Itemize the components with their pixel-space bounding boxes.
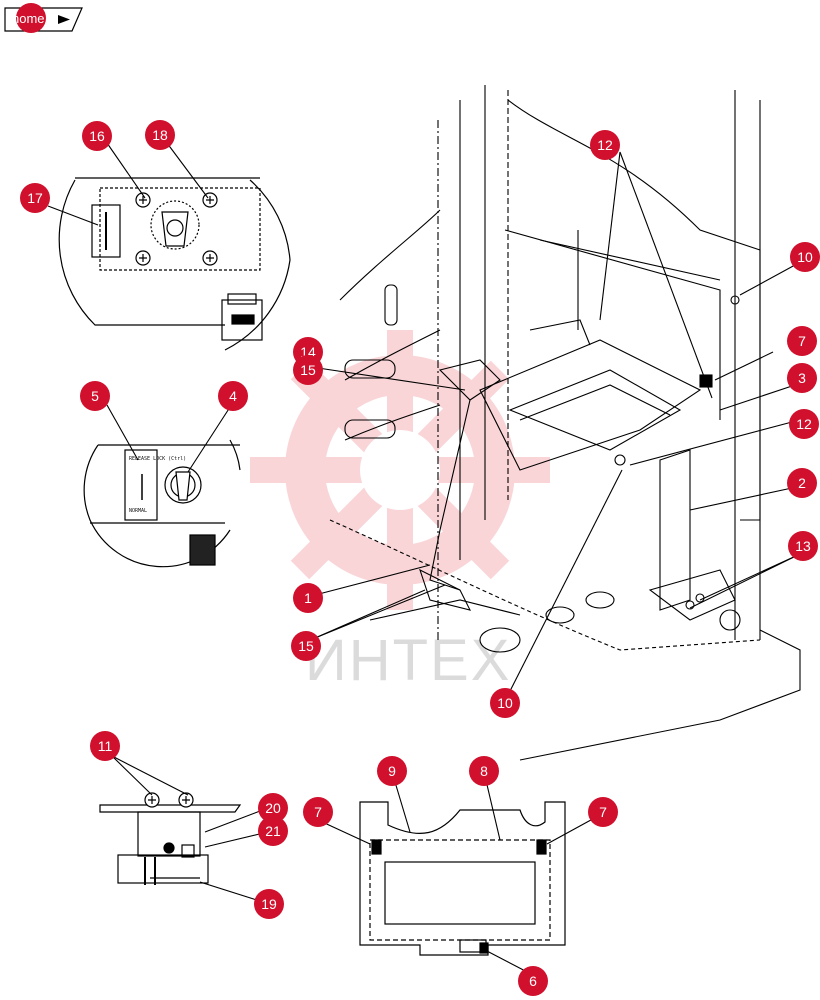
svg-text:19: 19: [261, 896, 277, 912]
svg-text:1: 1: [304, 590, 312, 606]
screw-icon: [202, 250, 218, 266]
callout-19: 19: [254, 889, 284, 919]
callout-7-left: 7: [303, 797, 333, 827]
main-assembly: [329, 85, 801, 761]
screw-icon: [135, 250, 151, 266]
svg-text:2: 2: [798, 475, 806, 491]
callout-8: 8: [469, 756, 499, 786]
detail-c-mount-bracket: [99, 804, 242, 885]
svg-text:7: 7: [599, 804, 607, 820]
svg-text:6: 6: [529, 973, 537, 989]
svg-text:15: 15: [300, 362, 316, 378]
callout-12-right: 12: [789, 409, 819, 439]
svg-text:15: 15: [298, 638, 314, 654]
callout-4: 4: [218, 381, 248, 411]
callout-9: 9: [377, 756, 407, 786]
callout-3: 3: [787, 363, 817, 393]
svg-text:17: 17: [27, 190, 43, 206]
callout-7-main: 7: [787, 326, 817, 356]
callout-2: 2: [787, 468, 817, 498]
callout-5: 5: [80, 381, 110, 411]
svg-text:21: 21: [265, 823, 281, 839]
callout-7-right: 7: [588, 797, 618, 827]
svg-text:13: 13: [795, 538, 811, 554]
svg-text:12: 12: [597, 137, 613, 153]
callout-11: 11: [90, 731, 120, 761]
watermark-text: ИНТЕХ: [305, 628, 511, 693]
home-label: home: [12, 11, 45, 26]
callout-20: 20: [258, 793, 288, 823]
detail-a-lock-plate: [58, 177, 291, 351]
callout-10-bottom: 10: [490, 688, 520, 718]
screw-18-icon: [202, 192, 218, 208]
svg-text:7: 7: [798, 333, 806, 349]
svg-text:16: 16: [89, 128, 105, 144]
callout-10-top: 10: [790, 242, 820, 272]
callout-13: 13: [788, 531, 818, 561]
callout-18: 18: [145, 120, 175, 150]
callout-17: 17: [20, 183, 50, 213]
normal-label: NORMAL: [129, 508, 147, 514]
svg-text:20: 20: [265, 800, 281, 816]
callout-21: 21: [258, 816, 288, 846]
callout-6: 6: [518, 966, 548, 996]
svg-text:7: 7: [314, 804, 322, 820]
bolt-11-icon: [144, 792, 160, 808]
svg-text:12: 12: [796, 416, 812, 432]
svg-text:5: 5: [91, 388, 99, 404]
svg-text:10: 10: [497, 695, 513, 711]
callout-1: 1: [293, 583, 323, 613]
svg-text:4: 4: [229, 388, 237, 404]
callout-12-top: 12: [590, 130, 620, 160]
leader-lines: [47, 142, 799, 976]
svg-text:9: 9: [388, 763, 396, 779]
callout-15-top: 15: [293, 355, 323, 385]
svg-text:18: 18: [152, 127, 168, 143]
bolt-11-icon: [178, 792, 194, 808]
callout-15-bottom: 15: [291, 631, 321, 661]
svg-text:3: 3: [798, 370, 806, 386]
svg-text:11: 11: [98, 738, 113, 754]
callout-markers: 16 18 17 5 4 14 15 12 10 7 3 12 2 13 1 1…: [20, 120, 820, 996]
svg-text:10: 10: [797, 249, 813, 265]
home-button[interactable]: home: [4, 3, 83, 33]
watermark-logo: [250, 330, 550, 610]
release-lock-label: RELEASE LOCK (Ctrl): [129, 456, 186, 462]
detail-b-release-switch: [83, 439, 241, 568]
svg-text:8: 8: [480, 763, 488, 779]
callout-16: 16: [82, 121, 112, 151]
detail-d-battery-tray: [359, 801, 566, 956]
